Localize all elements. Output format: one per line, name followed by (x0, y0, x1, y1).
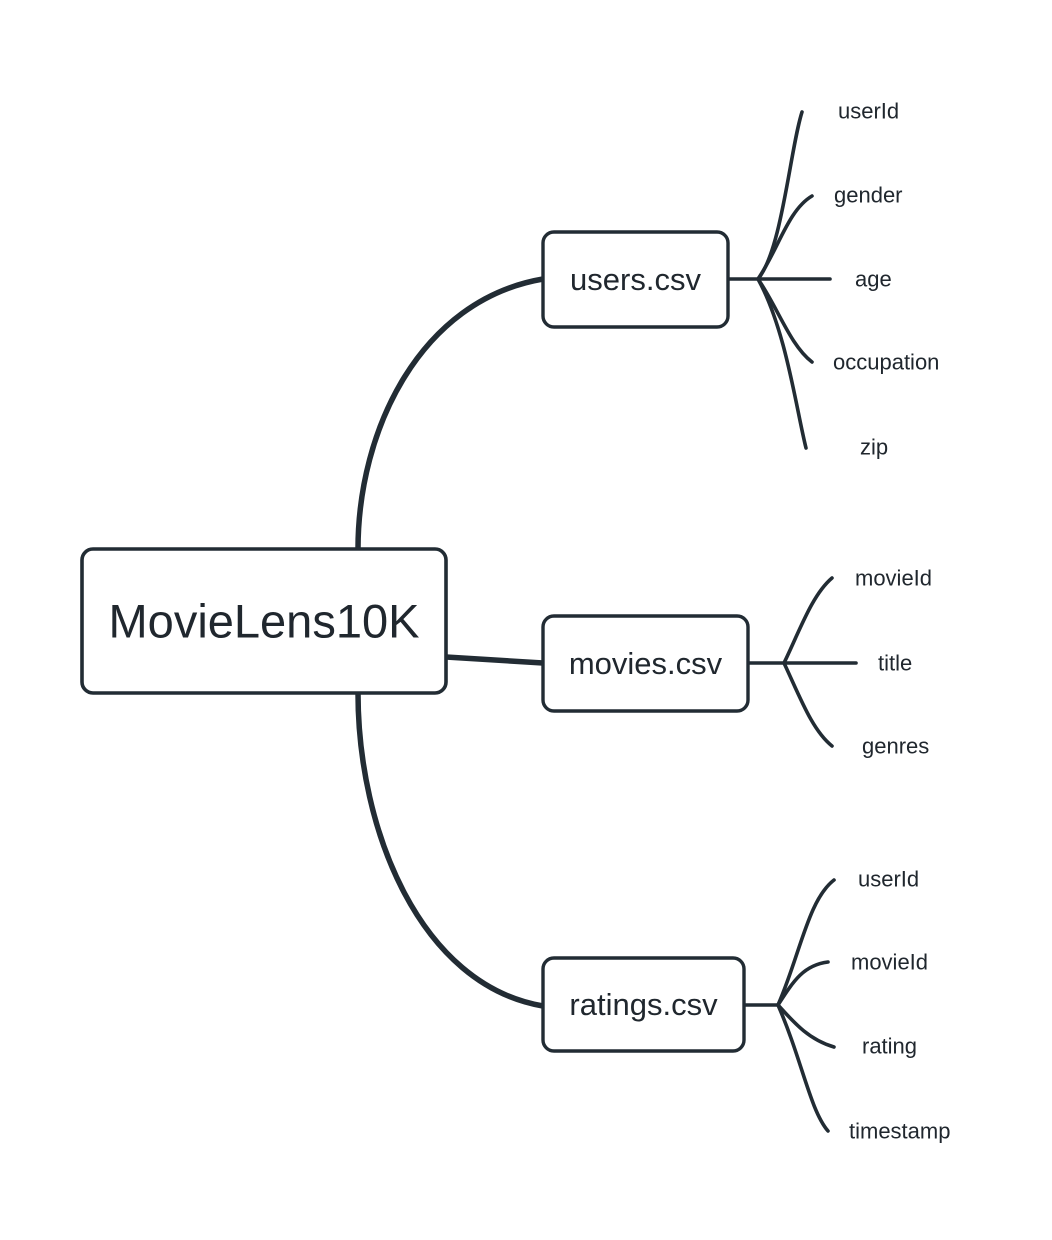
edge-ratings-timestamp (776, 1003, 830, 1133)
edge-users-zip (756, 277, 808, 450)
leaf-labels-movies: movieId title genres (855, 566, 932, 759)
leaf-label-ratings-rating: rating (862, 1034, 917, 1059)
edge-ratings-userid (776, 878, 836, 1007)
leaf-label-movies-genres: genres (862, 734, 929, 759)
movies-node-box[interactable] (541, 614, 750, 713)
leaf-label-ratings-userid: userId (858, 867, 919, 892)
node-root[interactable]: MovieLens10K (80, 547, 448, 695)
edge-movies-movieid (782, 576, 834, 665)
edge-root-to-ratings (355, 690, 546, 1009)
root-node-box[interactable] (80, 547, 448, 695)
leaf-label-ratings-timestamp: timestamp (849, 1119, 950, 1144)
edge-movies-genres (782, 661, 834, 748)
edge-ratings-rating (776, 1003, 836, 1049)
node-users[interactable]: users.csv (541, 230, 730, 329)
leaf-label-users-zip: zip (860, 435, 888, 460)
edge-root-to-users (355, 276, 546, 552)
edge-root-to-movies (443, 654, 546, 666)
leaf-edges (726, 110, 858, 1133)
leaf-label-movies-movieid: movieId (855, 566, 932, 591)
users-node-label: users.csv (570, 262, 701, 297)
edge-users-gender (756, 194, 814, 281)
leaf-label-movies-title: title (878, 651, 912, 676)
edge-users-userid (756, 110, 804, 281)
leaf-labels-ratings: userId movieId rating timestamp (849, 867, 950, 1144)
users-node-box[interactable] (541, 230, 730, 329)
trunk-edges (355, 276, 546, 1009)
node-movies[interactable]: movies.csv (541, 614, 750, 713)
node-ratings[interactable]: ratings.csv (541, 956, 746, 1053)
movies-node-label: movies.csv (569, 646, 723, 681)
ratings-node-box[interactable] (541, 956, 746, 1053)
leaf-labels-users: userId gender age occupation zip (833, 99, 939, 460)
edge-ratings-movieid (776, 960, 830, 1007)
leaf-label-users-age: age (855, 267, 892, 292)
leaf-label-users-occupation: occupation (833, 350, 939, 375)
root-node-label: MovieLens10K (109, 595, 420, 648)
leaf-label-users-userid: userId (838, 99, 899, 124)
ratings-node-label: ratings.csv (569, 987, 718, 1022)
leaf-label-users-gender: gender (834, 183, 903, 208)
leaf-label-ratings-movieid: movieId (851, 950, 928, 975)
